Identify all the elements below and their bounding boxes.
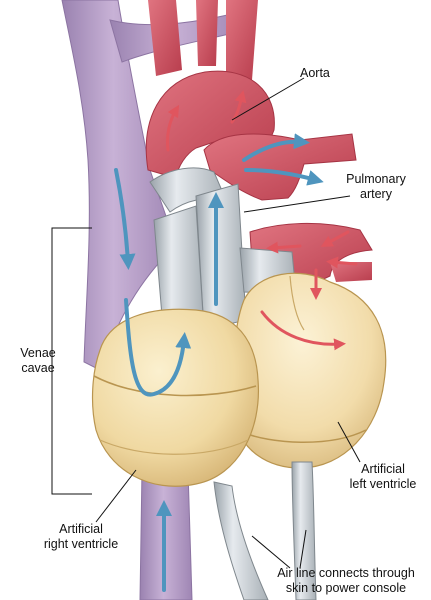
label-left-ventricle: Artificial left ventricle [342, 462, 424, 492]
label-air-line-line-2: skin to power console [262, 581, 430, 596]
upper-artery-branch-right [226, 0, 258, 80]
upper-artery-branch-mid [196, 0, 218, 66]
label-pulmonary-artery-line-1: Pulmonary [328, 172, 424, 187]
label-venae-cavae-line-2: cavae [18, 361, 58, 376]
flow-arrow-lv-return-1 [272, 246, 300, 248]
pulmonary-connector-tube [196, 184, 246, 330]
label-right-ventricle-line-2: right ventricle [26, 537, 136, 552]
label-left-ventricle-line-2: left ventricle [342, 477, 424, 492]
label-venae-cavae: Venae cavae [18, 346, 58, 376]
upper-artery-branch-left [148, 0, 182, 76]
leader-air-line-1 [252, 536, 290, 568]
label-air-line-line-1: Air line connects through [262, 566, 430, 581]
artificial-right-ventricle [93, 309, 259, 486]
label-pulmonary-artery-line-2: artery [328, 187, 424, 202]
air-line-right [214, 482, 268, 600]
label-air-line: Air line connects through skin to power … [262, 566, 430, 596]
flow-arrow-lv-return-3 [332, 262, 356, 264]
label-pulmonary-artery: Pulmonary artery [328, 172, 424, 202]
leader-right-ventricle [96, 470, 136, 522]
label-aorta-text: Aorta [300, 66, 330, 81]
label-right-ventricle: Artificial right ventricle [26, 522, 136, 552]
label-aorta: Aorta [300, 66, 330, 81]
label-venae-cavae-line-1: Venae [18, 346, 58, 361]
label-left-ventricle-line-1: Artificial [342, 462, 424, 477]
label-right-ventricle-line-1: Artificial [26, 522, 136, 537]
